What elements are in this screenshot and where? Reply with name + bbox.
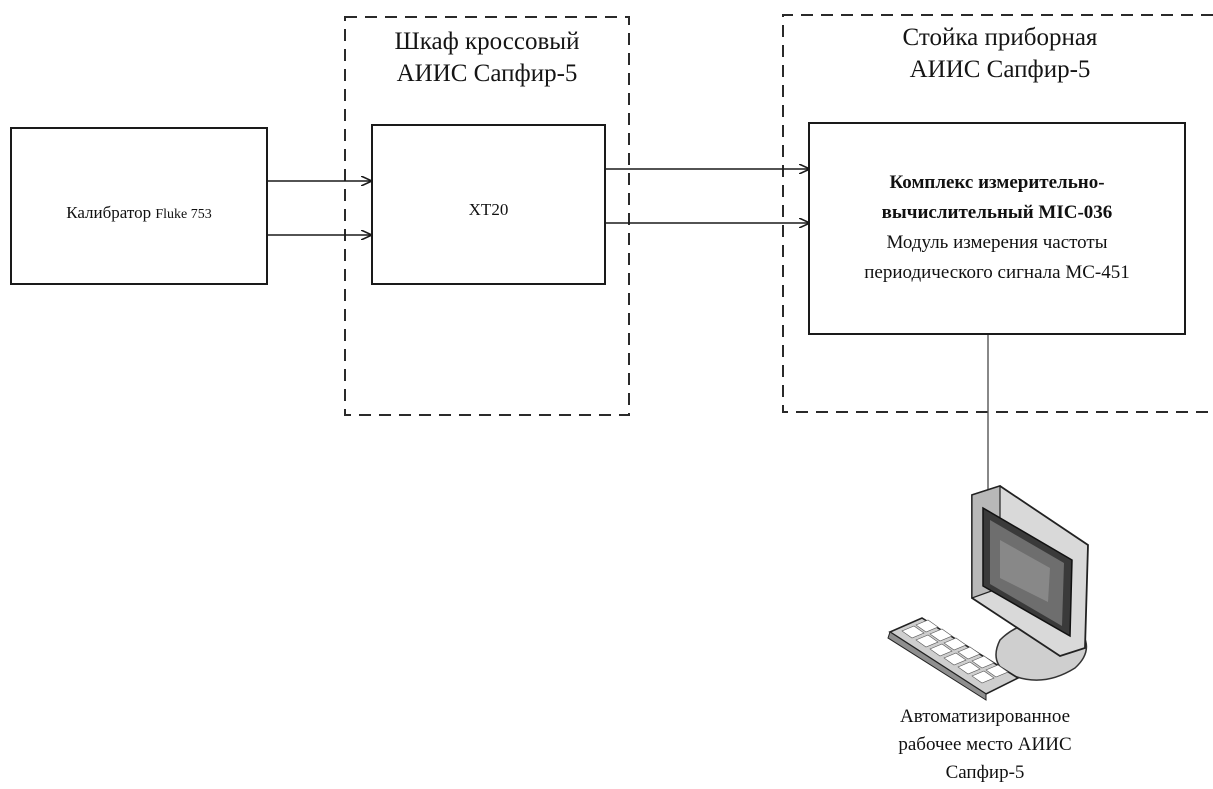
calibrator-block: Калибратор Fluke 753 [10,127,268,285]
workstation-caption: Автоматизированное рабочее место АИИС Са… [850,703,1120,787]
cross-cabinet-title-line1: Шкаф кроссовый [345,26,629,58]
workstation-caption-line2: рабочее место АИИС [850,731,1120,759]
complex-line3: Модуль измерения частоты [810,228,1184,258]
computer-workstation-icon [888,486,1088,700]
instrument-rack-title: Стойка приборная АИИС Сапфир-5 [810,22,1190,86]
calibrator-label: Калибратор [66,203,155,222]
workstation-caption-line1: Автоматизированное [850,703,1120,731]
cross-cabinet-title-line2: АИИС Сапфир-5 [345,58,629,90]
complex-line4: периодического сигнала МС-451 [810,258,1184,288]
instrument-rack-title-line1: Стойка приборная [810,22,1190,54]
xt20-block: XT20 [371,124,606,285]
instrument-rack-title-line2: АИИС Сапфир-5 [810,54,1190,86]
cross-cabinet-title: Шкаф кроссовый АИИС Сапфир-5 [345,26,629,90]
workstation-caption-line3: Сапфир-5 [850,759,1120,787]
measurement-complex-block: Комплекс измерительно- вычислительный MI… [808,122,1186,335]
xt20-label: XT20 [373,200,604,220]
complex-line2: вычислительный MIC-036 [810,198,1184,228]
complex-line1: Комплекс измерительно- [810,168,1184,198]
calibrator-model: Fluke 753 [155,207,211,222]
